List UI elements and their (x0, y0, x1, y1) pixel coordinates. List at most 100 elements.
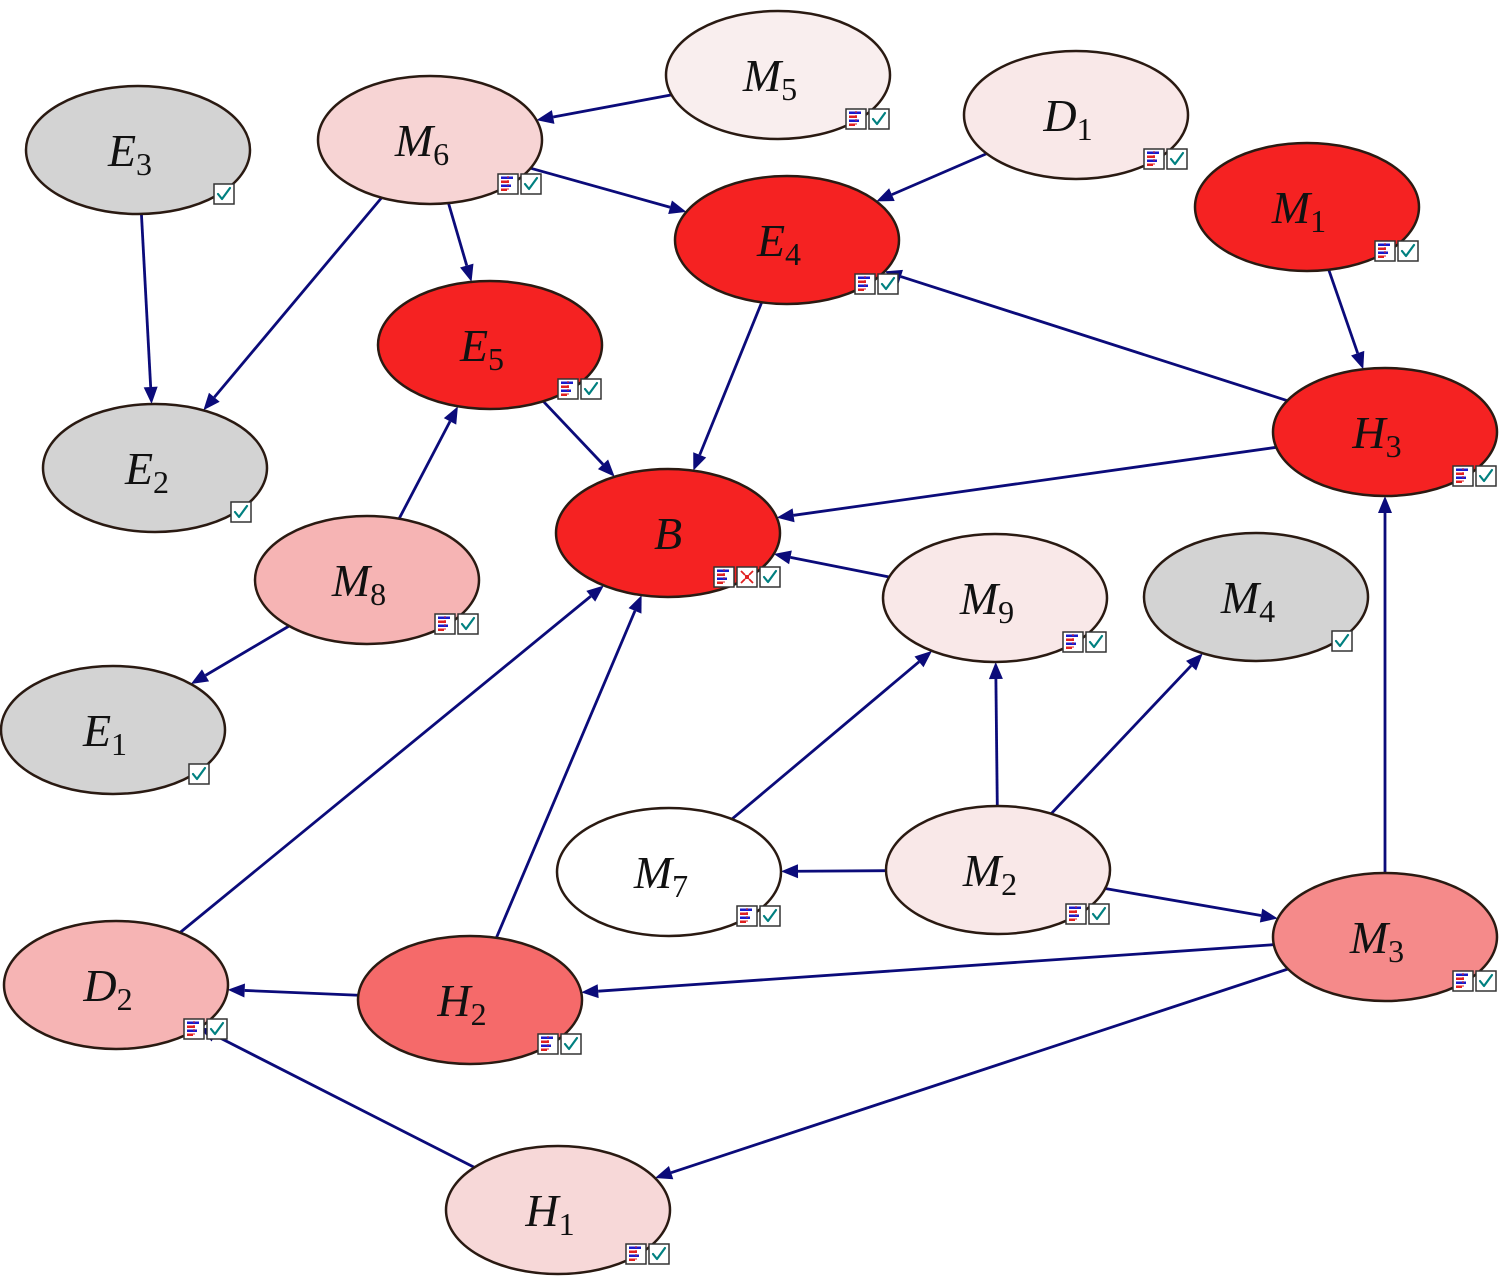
node-label: H1 (524, 1185, 574, 1242)
node-M9[interactable]: M9 (881, 532, 1109, 664)
node-ellipse[interactable] (444, 1144, 672, 1276)
distribution-icon[interactable] (625, 1243, 647, 1265)
distribution-icon[interactable] (1374, 240, 1396, 262)
edge-H2-D2 (227, 983, 359, 998)
node-ellipse[interactable] (356, 934, 584, 1066)
distribution-icon[interactable] (1452, 970, 1474, 992)
node-ellipse[interactable] (1271, 366, 1499, 498)
node-E1[interactable]: E1 (0, 664, 227, 796)
node-ellipse[interactable] (664, 9, 892, 141)
node-letter: M (962, 845, 1004, 896)
node-label: H2 (436, 975, 486, 1032)
node-label: M1 (1271, 182, 1326, 239)
check-icon[interactable] (520, 173, 542, 195)
check-icon[interactable] (188, 763, 210, 785)
node-subscript: 2 (153, 464, 169, 500)
check-icon[interactable] (877, 273, 899, 295)
edge-H3-B (776, 445, 1277, 523)
node-D1[interactable]: D1 (962, 49, 1190, 181)
node-ellipse[interactable] (884, 804, 1112, 936)
distribution-icon[interactable] (1452, 465, 1474, 487)
node-E5[interactable]: E5 (376, 279, 604, 411)
node-M2[interactable]: M2 (884, 804, 1112, 936)
edge-M1-H3 (1327, 269, 1365, 370)
check-icon[interactable] (1331, 630, 1353, 652)
check-icon[interactable] (230, 501, 252, 523)
node-ellipse[interactable] (24, 84, 252, 216)
node-ellipse[interactable] (376, 279, 604, 411)
node-ellipse[interactable] (962, 49, 1190, 181)
check-icon[interactable] (1475, 970, 1497, 992)
check-icon[interactable] (1085, 631, 1107, 653)
check-icon[interactable] (206, 1018, 228, 1040)
node-ellipse[interactable] (1271, 871, 1499, 1003)
node-ellipse[interactable] (555, 806, 783, 938)
edge-line (397, 420, 452, 520)
node-H1[interactable]: H1 (444, 1144, 672, 1276)
check-icon[interactable] (1475, 465, 1497, 487)
check-icon[interactable] (580, 378, 602, 400)
check-icon[interactable] (457, 613, 479, 635)
check-icon[interactable] (648, 1243, 670, 1265)
distribution-icon[interactable] (845, 108, 867, 130)
arrowhead-icon (654, 1166, 674, 1180)
node-M4[interactable]: M4 (1142, 531, 1370, 663)
node-ellipse[interactable] (2, 919, 230, 1051)
node-ellipse[interactable] (881, 532, 1109, 664)
node-H2[interactable]: H2 (356, 934, 584, 1066)
node-M5[interactable]: M5 (664, 9, 892, 141)
check-icon[interactable] (759, 566, 781, 588)
node-subscript: 4 (785, 236, 801, 272)
node-E4[interactable]: E4 (673, 174, 901, 306)
distribution-icon[interactable] (854, 273, 876, 295)
distribution-icon[interactable] (497, 173, 519, 195)
node-letter: E (756, 215, 785, 266)
check-icon[interactable] (213, 183, 235, 205)
distribution-icon[interactable] (1062, 631, 1084, 653)
node-ellipse[interactable] (41, 402, 269, 534)
node-D2[interactable]: D2 (2, 919, 230, 1051)
distribution-icon[interactable] (1143, 148, 1165, 170)
node-E3[interactable]: E3 (24, 84, 252, 216)
check-icon[interactable] (759, 905, 781, 927)
node-H3[interactable]: H3 (1271, 366, 1499, 498)
node-M3[interactable]: M3 (1271, 871, 1499, 1003)
distribution-icon[interactable] (713, 566, 735, 588)
node-label: D1 (1042, 90, 1092, 147)
node-ellipse[interactable] (253, 514, 481, 646)
node-M8[interactable]: M8 (253, 514, 481, 646)
check-icon[interactable] (868, 108, 890, 130)
check-icon[interactable] (1397, 240, 1419, 262)
node-ellipse[interactable] (1193, 141, 1421, 273)
node-subscript: 3 (1388, 933, 1404, 969)
node-letter: M (742, 50, 784, 101)
check-icon[interactable] (1166, 148, 1188, 170)
distribution-icon[interactable] (736, 905, 758, 927)
node-M1[interactable]: M1 (1193, 141, 1421, 273)
distribution-icon[interactable] (434, 613, 456, 635)
check-icon[interactable] (560, 1033, 582, 1055)
evidence-icon[interactable] (736, 566, 758, 588)
node-label: B (654, 508, 682, 559)
node-ellipse[interactable] (673, 174, 901, 306)
distribution-icon[interactable] (183, 1018, 205, 1040)
node-E2[interactable]: E2 (41, 402, 269, 534)
check-icon[interactable] (1088, 903, 1110, 925)
distribution-icon[interactable] (557, 378, 579, 400)
arrowhead-icon (203, 392, 220, 411)
node-ellipse[interactable] (554, 467, 782, 599)
node-subscript: 6 (433, 136, 449, 172)
node-letter: M (633, 847, 675, 898)
distribution-icon[interactable] (537, 1033, 559, 1055)
node-M7[interactable]: M7 (555, 806, 783, 938)
distribution-icon[interactable] (1065, 903, 1087, 925)
node-B[interactable]: B (554, 467, 782, 599)
node-ellipse[interactable] (1142, 531, 1370, 663)
node-ellipse[interactable] (316, 74, 544, 206)
edge-H3-E4 (884, 269, 1288, 402)
node-ellipse[interactable] (0, 664, 227, 796)
node-label: E4 (756, 215, 801, 272)
node-M6[interactable]: M6 (316, 74, 544, 206)
edge-line (1104, 887, 1262, 917)
